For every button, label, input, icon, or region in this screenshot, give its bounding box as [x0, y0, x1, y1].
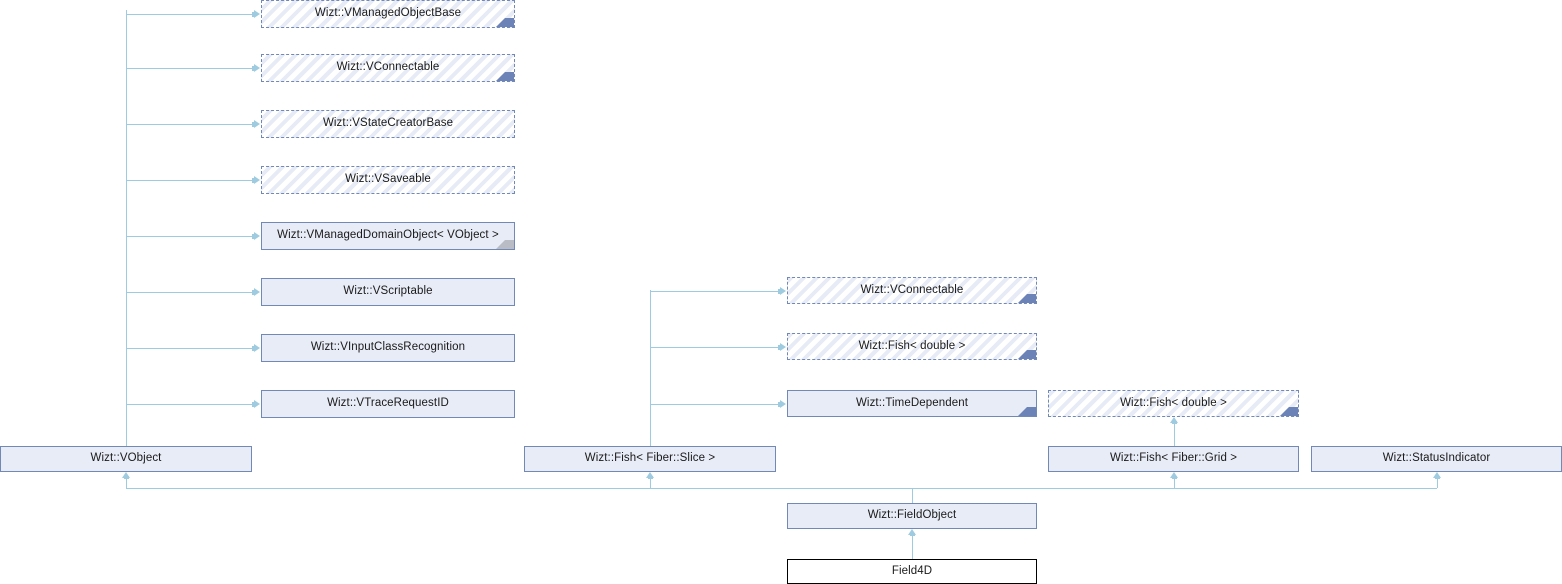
class-node-n12[interactable]: Wizt::TimeDependent: [787, 390, 1037, 417]
class-node-label: Wizt::VConnectable: [336, 61, 440, 74]
class-node-n4[interactable]: Wizt::VSaveable: [261, 166, 515, 194]
class-node-label: Wizt::FieldObject: [867, 509, 957, 522]
inheritance-arrow-icon: [254, 120, 260, 128]
class-node-label: Wizt::VInputClassRecognition: [310, 341, 466, 354]
inheritance-arrow-icon: [254, 232, 260, 240]
edge-riser-to-n14: [650, 478, 651, 488]
inheritance-arrow-icon: [1433, 472, 1441, 478]
class-node-n15[interactable]: Wizt::Fish< Fiber::Grid >: [1048, 446, 1299, 472]
edge-bus-fieldobject: [126, 488, 1437, 489]
inheritance-arrow-icon: [1170, 417, 1178, 423]
class-node-n7[interactable]: Wizt::VInputClassRecognition: [261, 334, 515, 362]
truncated-corner-icon: [1018, 341, 1036, 359]
edge-field4d-to-fieldobject: [912, 535, 913, 559]
inheritance-arrow-icon: [254, 10, 260, 18]
class-node-n5[interactable]: Wizt::VManagedDomainObject< VObject >: [261, 222, 515, 250]
edge-branch-to-n6: [126, 292, 255, 293]
edge-branch-to-n12: [650, 404, 781, 405]
edge-trunk-vobject: [126, 10, 127, 446]
arrow-stub: [778, 289, 781, 294]
class-node-n1[interactable]: Wizt::VManagedObjectBase: [261, 0, 515, 28]
arrow-stub: [778, 345, 781, 350]
class-node-label: Wizt::Fish< Fiber::Grid >: [1109, 452, 1238, 465]
arrow-stub: [252, 122, 255, 127]
class-node-label: Wizt::Fish< double >: [1120, 396, 1227, 409]
class-node-label: Field4D: [891, 564, 933, 577]
class-node-label: Wizt::VConnectable: [860, 283, 964, 296]
arrow-stub: [124, 476, 129, 479]
edge-branch-to-n7: [126, 348, 255, 349]
edge-branch-to-n8: [126, 404, 255, 405]
class-node-label: Wizt::VStateCreatorBase: [322, 117, 454, 130]
truncated-corner-icon: [496, 231, 514, 249]
edge-branch-to-n4: [126, 180, 255, 181]
edge-branch-to-n5: [126, 236, 255, 237]
class-node-label: Wizt::VSaveable: [345, 173, 431, 186]
edge-riser-to-n16: [1437, 478, 1438, 488]
edge-riser-to-n9: [126, 478, 127, 488]
inheritance-arrow-icon: [780, 343, 786, 351]
class-node-n8[interactable]: Wizt::VTraceRequestID: [261, 390, 515, 418]
truncated-corner-icon: [1018, 285, 1036, 303]
inheritance-arrow-icon: [646, 472, 654, 478]
inheritance-arrow-icon: [254, 344, 260, 352]
inheritance-arrow-icon: [254, 288, 260, 296]
arrow-stub: [252, 66, 255, 71]
edge-branch-to-n3: [126, 124, 255, 125]
class-node-n16[interactable]: Wizt::StatusIndicator: [1311, 446, 1562, 472]
arrow-stub: [778, 402, 781, 407]
truncated-corner-icon: [1280, 398, 1298, 416]
arrow-stub: [1172, 421, 1177, 424]
class-node-n13[interactable]: Wizt::Fish< double >: [1048, 390, 1299, 417]
arrow-stub: [1172, 476, 1177, 479]
class-node-label: Wizt::TimeDependent: [855, 396, 969, 409]
edge-branch-to-n11: [650, 347, 781, 348]
class-node-label: Wizt::VManagedDomainObject< VObject >: [277, 229, 499, 242]
class-node-n10[interactable]: Wizt::VConnectable: [787, 277, 1037, 304]
edge-riser-to-n15: [1174, 478, 1175, 488]
class-node-label: Wizt::VTraceRequestID: [327, 397, 449, 410]
class-node-n6[interactable]: Wizt::VScriptable: [261, 278, 515, 306]
arrow-stub: [252, 402, 255, 407]
inheritance-arrow-icon: [122, 472, 130, 478]
arrow-stub: [910, 533, 915, 536]
class-node-n9[interactable]: Wizt::VObject: [0, 446, 252, 472]
inheritance-arrow-icon: [780, 287, 786, 295]
arrow-stub: [252, 290, 255, 295]
arrow-stub: [252, 234, 255, 239]
truncated-corner-icon: [1018, 398, 1036, 416]
class-node-n18[interactable]: Field4D: [787, 559, 1037, 584]
class-node-label: Wizt::Fish< Fiber::Slice >: [584, 452, 716, 465]
arrow-stub: [1435, 476, 1440, 479]
class-node-n17[interactable]: Wizt::FieldObject: [787, 503, 1037, 529]
class-node-n14[interactable]: Wizt::Fish< Fiber::Slice >: [524, 446, 776, 472]
inheritance-arrow-icon: [254, 176, 260, 184]
inheritance-arrow-icon: [254, 64, 260, 72]
truncated-corner-icon: [496, 63, 514, 81]
class-node-label: Wizt::VScriptable: [343, 285, 433, 298]
class-node-n2[interactable]: Wizt::VConnectable: [261, 54, 515, 82]
edge-drop-to-fieldobject: [912, 488, 913, 503]
edge-branch-to-n10: [650, 291, 781, 292]
arrow-stub: [648, 476, 653, 479]
class-node-n11[interactable]: Wizt::Fish< double >: [787, 333, 1037, 360]
arrow-stub: [252, 346, 255, 351]
edge-grid-to-fish-double: [1174, 423, 1175, 446]
class-node-label: Wizt::StatusIndicator: [1382, 452, 1491, 465]
inheritance-arrow-icon: [254, 400, 260, 408]
class-node-label: Wizt::VObject: [90, 452, 162, 465]
class-node-label: Wizt::VManagedObjectBase: [314, 7, 462, 20]
arrow-stub: [252, 178, 255, 183]
truncated-corner-icon: [496, 9, 514, 27]
edge-trunk-fish-slice: [650, 290, 651, 446]
class-node-label: Wizt::Fish< double >: [858, 339, 966, 352]
arrow-stub: [252, 12, 255, 17]
edge-branch-to-n2: [126, 68, 255, 69]
edge-branch-to-n1: [126, 14, 255, 15]
inheritance-arrow-icon: [908, 529, 916, 535]
inheritance-arrow-icon: [780, 400, 786, 408]
inheritance-arrow-icon: [1170, 472, 1178, 478]
class-node-n3[interactable]: Wizt::VStateCreatorBase: [261, 110, 515, 138]
